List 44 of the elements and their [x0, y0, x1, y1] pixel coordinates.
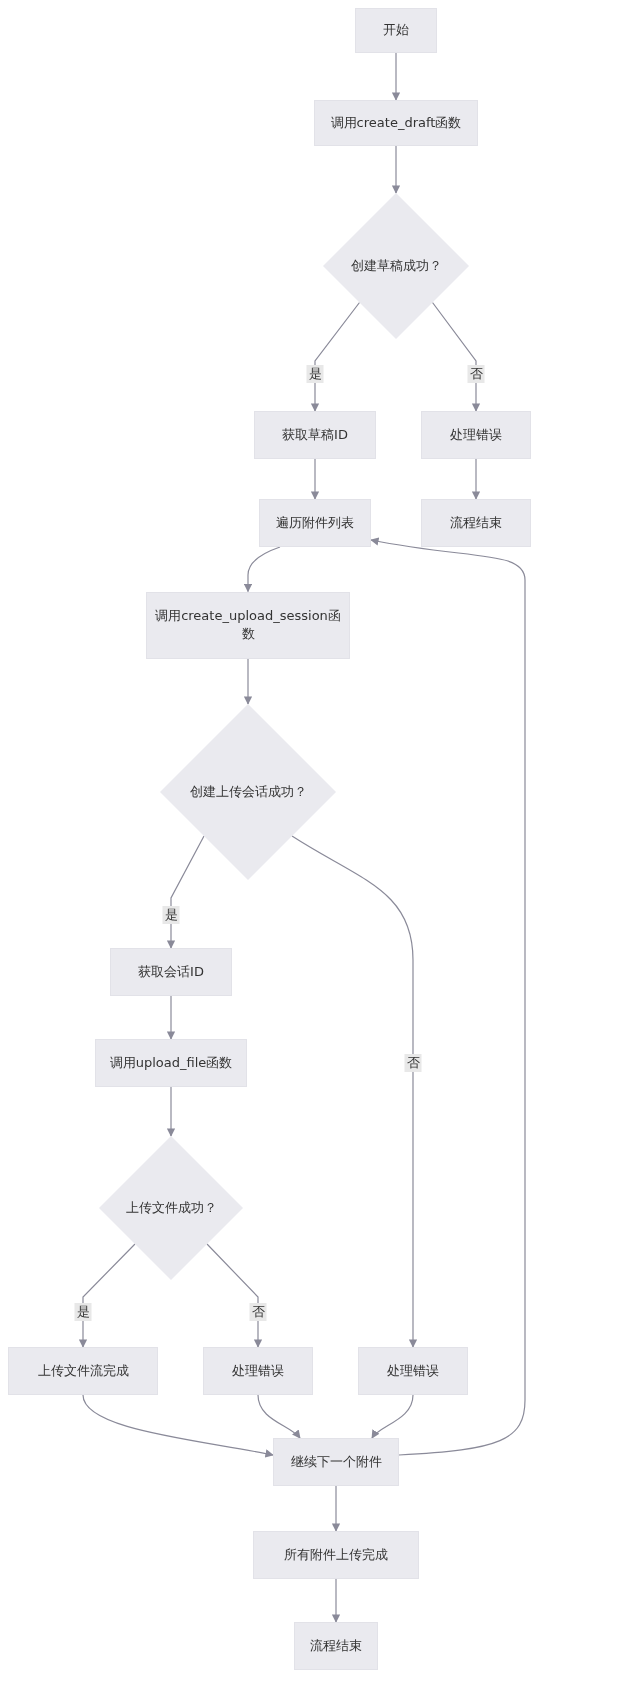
- decision-diamond: 创建草稿成功？: [323, 193, 469, 339]
- arrow: [243, 657, 253, 705]
- arrow: [243, 546, 281, 593]
- process-box: 调用upload_file函数: [95, 1039, 247, 1087]
- process-box: 处理错误: [358, 1347, 468, 1395]
- arrow: [371, 1394, 414, 1439]
- arrow: [206, 1243, 263, 1348]
- process-box: 调用create_draft函数: [314, 100, 478, 146]
- arrow: [82, 1394, 274, 1458]
- process-box: 获取草稿ID: [254, 411, 376, 459]
- edge-label: 否: [404, 1054, 422, 1072]
- edge-label: 是: [306, 365, 324, 383]
- decision-diamond: 上传文件成功？: [99, 1136, 243, 1280]
- arrow: [291, 835, 418, 1348]
- arrow: [431, 301, 481, 412]
- process-box: 流程结束: [294, 1622, 378, 1670]
- process-box: 处理错误: [421, 411, 531, 459]
- process-box: 流程结束: [421, 499, 531, 547]
- process-box: 开始: [355, 7, 437, 53]
- arrow: [310, 458, 320, 500]
- process-box: 处理错误: [203, 1347, 313, 1395]
- process-box: 继续下一个附件: [273, 1438, 399, 1486]
- arrow: [166, 835, 205, 949]
- process-box: 上传文件流完成: [8, 1347, 158, 1395]
- arrow: [391, 51, 401, 101]
- arrow: [78, 1243, 136, 1348]
- arrow: [331, 1578, 341, 1623]
- arrow: [166, 1086, 176, 1137]
- arrow: [331, 1485, 341, 1532]
- edge-label: 否: [467, 365, 485, 383]
- arrow: [310, 301, 361, 412]
- process-box: 遍历附件列表: [259, 499, 371, 547]
- arrow: [471, 458, 481, 500]
- edge-label: 是: [162, 906, 180, 924]
- process-box: 所有附件上传完成: [253, 1531, 419, 1579]
- arrow: [166, 995, 176, 1040]
- process-box: 调用create_upload_session函数: [146, 591, 350, 659]
- edge-label: 否: [249, 1303, 267, 1321]
- arrow: [391, 145, 401, 194]
- arrow: [257, 1394, 301, 1439]
- arrow: [370, 537, 526, 1456]
- process-box: 获取会话ID: [110, 948, 232, 996]
- decision-diamond: 创建上传会话成功？: [160, 704, 336, 880]
- edge-label: 是: [74, 1303, 92, 1321]
